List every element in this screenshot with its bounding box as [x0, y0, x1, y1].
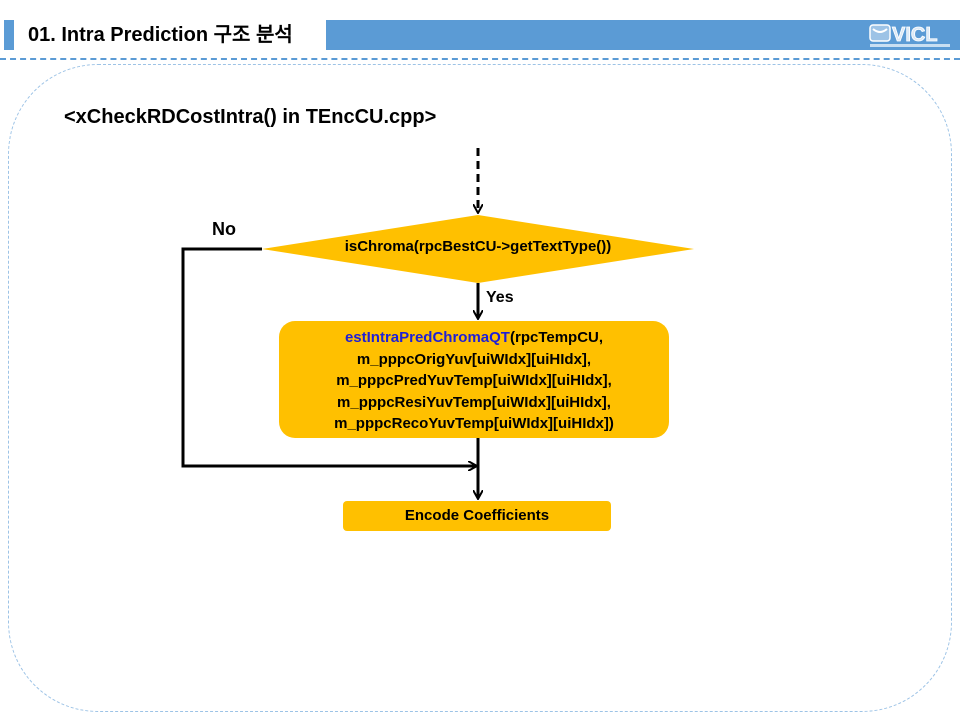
- vicl-logo: VICL: [869, 24, 950, 47]
- encode-coefficients-box: Encode Coefficients: [343, 501, 611, 531]
- header-divider: [0, 58, 960, 60]
- title-band: [326, 20, 960, 50]
- function-heading: <xCheckRDCostIntra() in TEncCU.cpp>: [64, 106, 437, 128]
- yes-label: Yes: [486, 289, 514, 306]
- process-args-1: (rpcTempCU,: [509, 329, 604, 346]
- no-label: No: [212, 219, 236, 239]
- process-line-3: m_pppcPredYuvTemp[uiWIdx][uiHIdx],: [336, 372, 612, 389]
- process-line-1: estIntraPredChromaQT(rpcTempCU,: [279, 327, 669, 349]
- logo-text: VICL: [892, 24, 938, 46]
- process-line-2: m_pppcOrigYuv[uiWIdx][uiHIdx],: [356, 350, 592, 368]
- title-accent-bar: [4, 20, 14, 50]
- slide-title: 01. Intra Prediction 구조 분석: [28, 24, 293, 46]
- process-line-4: m_pppcResiYuvTemp[uiWIdx][uiHIdx],: [337, 393, 611, 411]
- process-function-name: estIntraPredChromaQT: [344, 329, 510, 346]
- decision-label: isChroma(rpcBestCU->getTextType()): [344, 238, 612, 255]
- decision-diamond: [262, 215, 694, 283]
- process-line-5: m_pppcRecoYuvTemp[uiWIdx][uiHIdx]): [334, 415, 614, 432]
- no-branch-line: [181, 247, 476, 466]
- content-frame: [8, 64, 952, 712]
- process-box: estIntraPredChromaQT(rpcTempCU, m_pppcOr…: [279, 321, 669, 438]
